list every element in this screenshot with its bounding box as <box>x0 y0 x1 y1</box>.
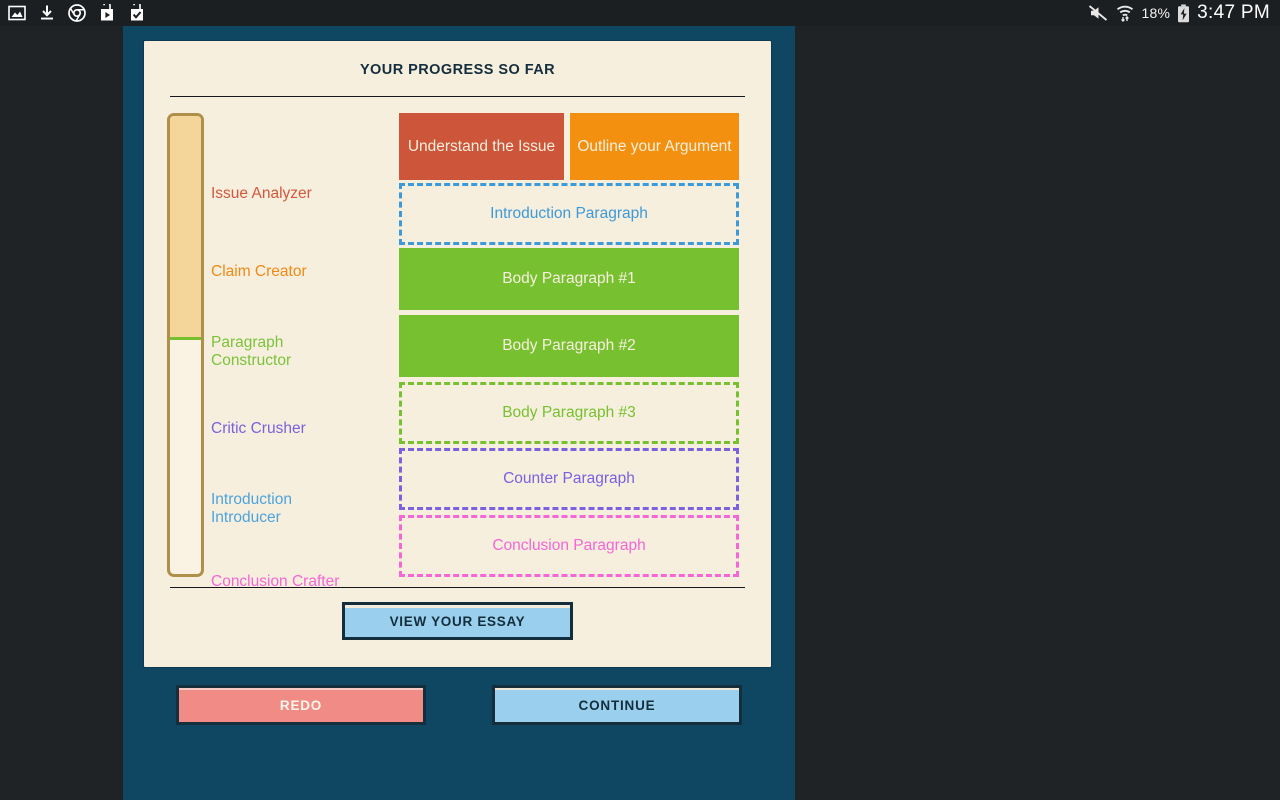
stage-label: Issue Analyzer <box>211 185 312 202</box>
redo-label: REDO <box>279 697 323 713</box>
status-bar-notification-icons <box>0 4 146 22</box>
continue-label: CONTINUE <box>578 697 656 713</box>
vertical-progress-track <box>167 113 204 577</box>
essay-block[interactable]: Conclusion Paragraph <box>399 515 739 577</box>
chrome-icon <box>68 4 86 22</box>
view-essay-label: VIEW YOUR ESSAY <box>389 613 526 629</box>
status-bar-system-icons: 18% 3:47 PM <box>1088 2 1280 24</box>
footer-divider <box>170 587 745 588</box>
play-store-installed-icon <box>128 4 146 22</box>
essay-block[interactable]: Outline your Argument <box>570 113 739 180</box>
essay-block[interactable]: Body Paragraph #3 <box>399 382 739 444</box>
essay-block[interactable]: Understand the Issue <box>399 113 564 180</box>
stage-label: Critic Crusher <box>211 420 306 437</box>
stage-label: Conclusion Crafter <box>211 573 340 590</box>
download-icon <box>38 4 56 22</box>
view-your-essay-button[interactable]: VIEW YOUR ESSAY <box>342 602 573 640</box>
essay-block[interactable]: Counter Paragraph <box>399 448 739 510</box>
stage-label: Claim Creator <box>211 263 307 280</box>
wifi-icon <box>1115 4 1135 22</box>
essay-block[interactable]: Introduction Paragraph <box>399 183 739 245</box>
essay-block[interactable]: Body Paragraph #1 <box>399 248 739 310</box>
page-title: YOUR PROGRESS SO FAR <box>359 62 556 78</box>
battery-percent-label: 18% <box>1141 5 1171 21</box>
android-status-bar: 18% 3:47 PM <box>0 0 1280 26</box>
battery-charging-icon <box>1177 4 1190 23</box>
essay-block[interactable]: Body Paragraph #2 <box>399 315 739 377</box>
status-bar-clock: 3:47 PM <box>1197 2 1270 23</box>
mute-icon <box>1088 4 1108 22</box>
action-button-bar: REDO CONTINUE <box>123 685 795 729</box>
gallery-icon <box>8 4 26 22</box>
stage-label: Introduction Introducer <box>211 491 292 526</box>
title-divider <box>170 96 745 97</box>
redo-button[interactable]: REDO <box>176 685 426 725</box>
stage-label: Paragraph Constructor <box>211 334 292 369</box>
continue-button[interactable]: CONTINUE <box>492 685 742 725</box>
progress-fill <box>170 116 201 341</box>
play-store-icon <box>98 4 116 22</box>
